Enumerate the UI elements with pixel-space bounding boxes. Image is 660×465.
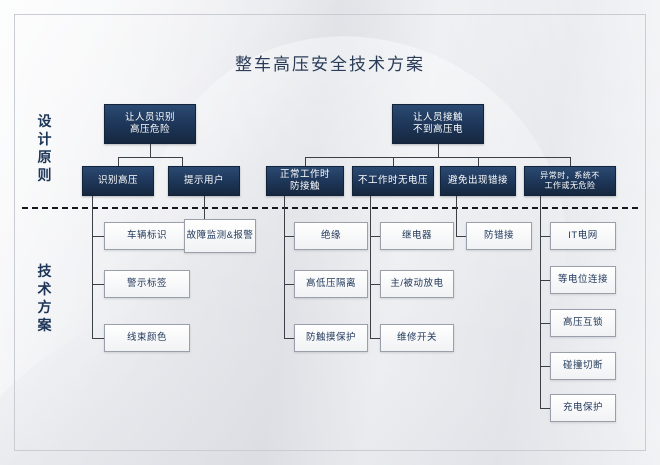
axis-label-tech-line-2: 方 案 [37,299,53,333]
item-relay[interactable]: 继电器 [380,222,454,250]
section-divider [22,207,638,209]
connector-b22-spine [370,196,371,338]
item-hv-lv-isolation[interactable]: 高低压隔离 [294,270,368,298]
connector-branch1-spine [92,196,93,338]
group-header-no-contact-hv-line-2: 不到高压电 [412,124,463,135]
connector-g2-drop-1 [305,157,306,166]
connector-b21-item3 [284,338,294,339]
axis-label-tech-line-1: 技 术 [37,263,53,297]
connector-g2-stem [438,144,439,157]
connector-branch1-item3 [92,338,104,339]
connector-b21-item2 [284,284,294,285]
branch-no-voltage-when-off[interactable]: 不工作时无电压 [352,166,434,196]
connector-b24-item3 [540,323,550,324]
connector-b23-item1 [456,236,466,237]
branch-normal-op-anticontact[interactable]: 正常工作时 防接触 [266,166,344,196]
branch-notify-user[interactable]: 提示用户 [168,166,240,196]
item-vehicle-marking[interactable]: 车辆标识 [104,222,190,250]
connector-g2-bus [305,157,570,158]
connector-b21-spine [284,196,285,338]
branch-abnormal-safe[interactable]: 异常时，系统不 工作或无危险 [524,166,616,196]
connector-g1-drop-2 [182,157,183,166]
item-harness-color[interactable]: 线束颜色 [104,324,190,352]
item-touch-protection[interactable]: 防触摸保护 [294,324,368,352]
connector-g1-bus [118,157,182,158]
item-equipotential-bonding[interactable]: 等电位连接 [550,266,616,294]
connector-g2-drop-2 [393,157,394,166]
item-charging-protection[interactable]: 充电保护 [550,394,616,422]
axis-label-design-line-1: 设 计 [37,113,53,147]
connector-b22-item1 [370,236,380,237]
connector-branch2-spine [204,196,205,236]
group-header-identify-hv-line-2: 高压危险 [129,124,170,135]
item-service-switch[interactable]: 维修开关 [380,324,454,352]
connector-g1-drop-1 [118,157,119,166]
connector-b24-item5 [540,408,550,409]
group-header-no-contact-hv[interactable]: 让人员接触 不到高压电 [392,104,484,144]
branch-avoid-miswiring[interactable]: 避免出现错接 [440,166,516,196]
connector-b22-item2 [370,284,380,285]
item-anti-miswiring[interactable]: 防错接 [466,222,532,250]
axis-label-design-principle: 设 计 原 则 [30,112,60,184]
connector-b22-item3 [370,338,380,339]
connector-g2-drop-4 [570,157,571,166]
connector-g1-stem [150,144,151,157]
group-header-identify-hv[interactable]: 让人员识别 高压危险 [104,104,196,144]
slide-border [14,14,646,451]
branch-identify-hv[interactable]: 识别高压 [82,166,154,196]
connector-b24-item4 [540,366,550,367]
item-insulation[interactable]: 绝缘 [294,222,368,250]
item-crash-disconnect[interactable]: 碰撞切断 [550,352,616,380]
item-fault-monitor-alarm[interactable]: 故障监测&报警 [184,219,256,253]
item-warning-label[interactable]: 警示标签 [104,270,190,298]
item-active-passive-discharge[interactable]: 主/被动放电 [380,270,454,298]
group-header-no-contact-hv-line-1: 让人员接触 [412,112,463,123]
connector-b23-spine [456,196,457,236]
connector-b24-spine [540,196,541,408]
connector-b24-item1 [540,236,550,237]
branch-normal-op-line-1: 正常工作时 [279,169,330,180]
connector-b21-item1 [284,236,294,237]
page-title: 整车高压安全技术方案 [235,55,425,74]
axis-label-tech-solution: 技 术 方 案 [30,262,60,334]
branch-abnormal-safe-line-1: 异常时，系统不 [540,171,600,180]
branch-abnormal-safe-line-2: 工作或无危险 [544,181,596,190]
connector-b24-item2 [540,280,550,281]
connector-branch1-item2 [92,284,104,285]
group-header-identify-hv-line-1: 让人员识别 [124,112,175,123]
connector-g2-drop-3 [478,157,479,166]
item-hv-interlock[interactable]: 高压互锁 [550,309,616,337]
branch-normal-op-line-2: 防接触 [289,181,320,192]
item-it-network[interactable]: IT电网 [550,222,616,250]
connector-branch1-item1 [92,236,104,237]
axis-label-design-line-2: 原 则 [37,149,53,183]
